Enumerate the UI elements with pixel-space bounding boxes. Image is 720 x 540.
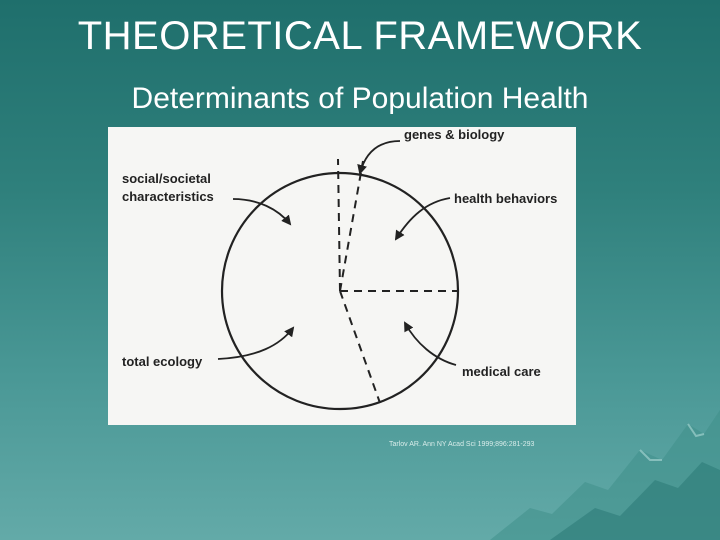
determinants-diagram: genes & biology social/societal characte…	[108, 127, 576, 425]
citation: Tarlov AR. Ann NY Acad Sci 1999;896:281-…	[389, 441, 535, 448]
mountain-decoration	[490, 410, 720, 540]
divider-genes-behaviors	[339, 160, 364, 292]
slide-subtitle: Determinants of Population Health	[131, 82, 589, 115]
arrow-social	[232, 198, 292, 226]
arrow-medical-care	[404, 321, 457, 366]
label-medical-care: medical care	[462, 364, 541, 379]
arrow-total-ecology	[217, 326, 295, 360]
label-total-ecology: total ecology	[122, 354, 203, 369]
slide-title: THEORETICAL FRAMEWORK	[77, 14, 643, 58]
label-social-line1: social/societal	[122, 171, 211, 186]
divider-medical-ecology	[339, 290, 381, 404]
label-health-behaviors: health behaviors	[454, 191, 557, 206]
arrow-health-behaviors	[394, 197, 451, 241]
label-social-line2: characteristics	[122, 189, 214, 204]
label-genes-biology: genes & biology	[404, 127, 505, 142]
divider-social-genes	[337, 158, 341, 292]
arrow-genes	[357, 140, 401, 175]
